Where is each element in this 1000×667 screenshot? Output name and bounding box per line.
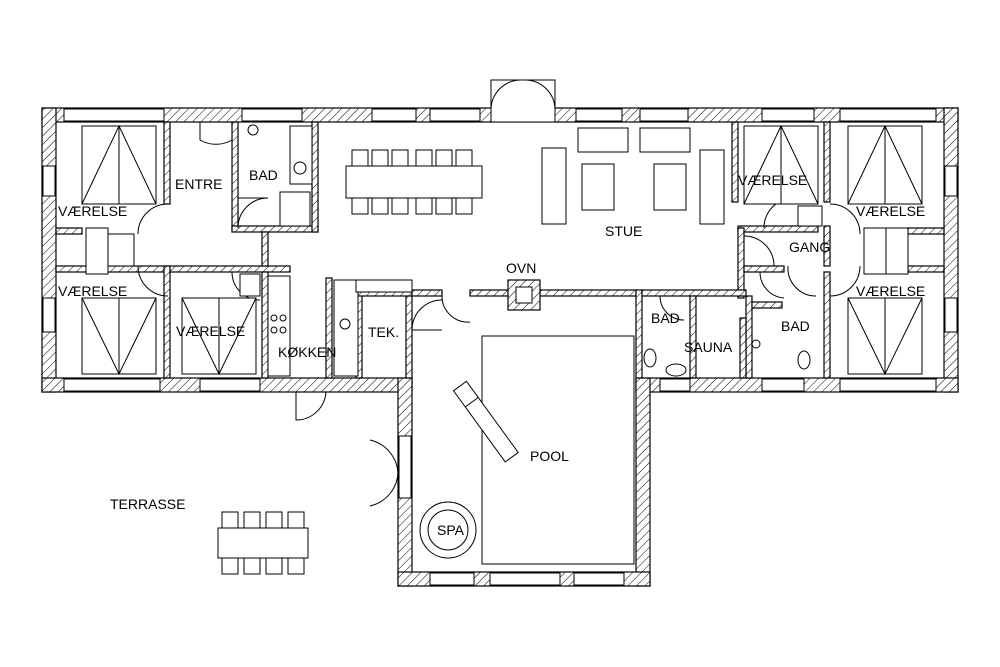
- label-vaerelse-ne2: VÆRELSE: [856, 203, 925, 219]
- label-vaerelse-se: VÆRELSE: [856, 283, 925, 299]
- label-koekken: KØKKEN: [278, 344, 336, 360]
- label-bad-south-1: BAD: [651, 310, 680, 326]
- bathroom-fixtures: [247, 124, 811, 377]
- interior-walls: [55, 121, 945, 379]
- label-vaerelse-sw: VÆRELSE: [58, 283, 127, 299]
- label-tek: TEK.: [368, 324, 399, 340]
- terrace-table: [217, 511, 309, 575]
- label-pool: POOL: [530, 448, 569, 464]
- label-vaerelse-s: VÆRELSE: [176, 323, 245, 339]
- windows: [42, 108, 958, 586]
- room-labels: VÆRELSE ENTRE BAD STUE VÆRELSE VÆRELSE G…: [58, 167, 925, 538]
- living-furniture: [541, 127, 725, 225]
- label-terrasse: TERRASSE: [110, 496, 185, 512]
- label-bad-north: BAD: [249, 167, 278, 183]
- pool: [419, 335, 635, 565]
- beds: [81, 124, 923, 376]
- label-vaerelse-nw: VÆRELSE: [58, 203, 127, 219]
- label-ovn: OVN: [506, 260, 536, 276]
- label-bad-south-2: BAD: [781, 318, 810, 334]
- label-sauna: SAUNA: [684, 339, 733, 355]
- label-spa: SPA: [437, 522, 465, 538]
- kitchen-fixtures: [267, 275, 413, 377]
- label-gang: GANG: [789, 239, 830, 255]
- wardrobes: [85, 205, 909, 297]
- label-stue: STUE: [605, 223, 642, 239]
- fireplace: [507, 279, 541, 311]
- terrace-door-north: [490, 79, 556, 123]
- label-entre: ENTRE: [175, 176, 222, 192]
- label-vaerelse-ne1: VÆRELSE: [738, 172, 807, 188]
- dining-table: [345, 149, 483, 215]
